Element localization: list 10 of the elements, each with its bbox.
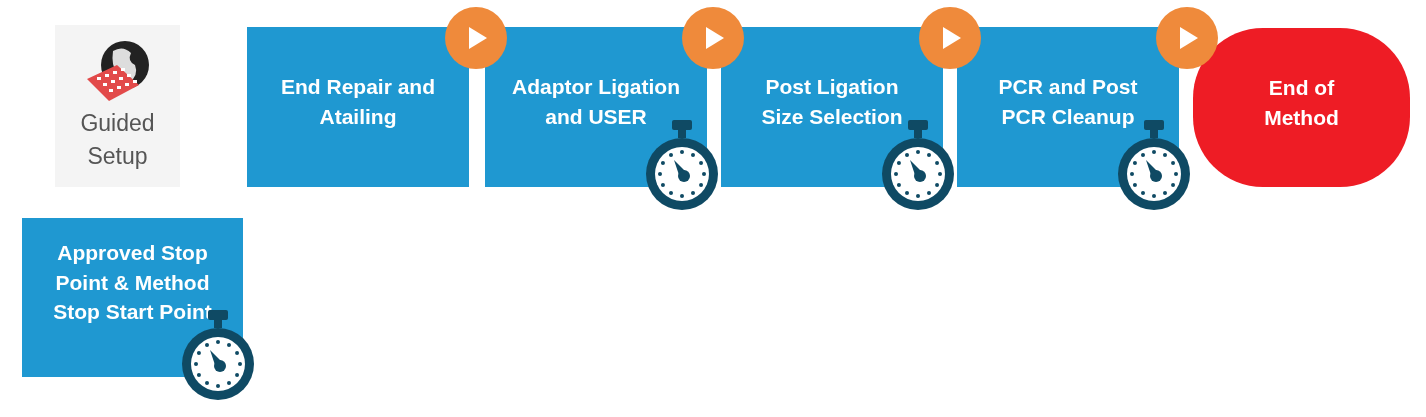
node-label: Post Ligation Size Selection [760,74,904,130]
setup-tile [55,25,180,187]
process-box [247,27,469,187]
node-label: PCR and Post PCR Cleanup [998,74,1138,130]
node-label: Guided Setup [79,109,156,171]
node-label: Adaptor Ligation and USER [511,74,681,130]
end-terminator [1193,28,1410,187]
node-label: Approved Stop Point & Method Stop Start Point [52,239,213,326]
node-label: End of Method [1263,74,1340,131]
node-label: End Repair and Atailing [280,74,436,130]
